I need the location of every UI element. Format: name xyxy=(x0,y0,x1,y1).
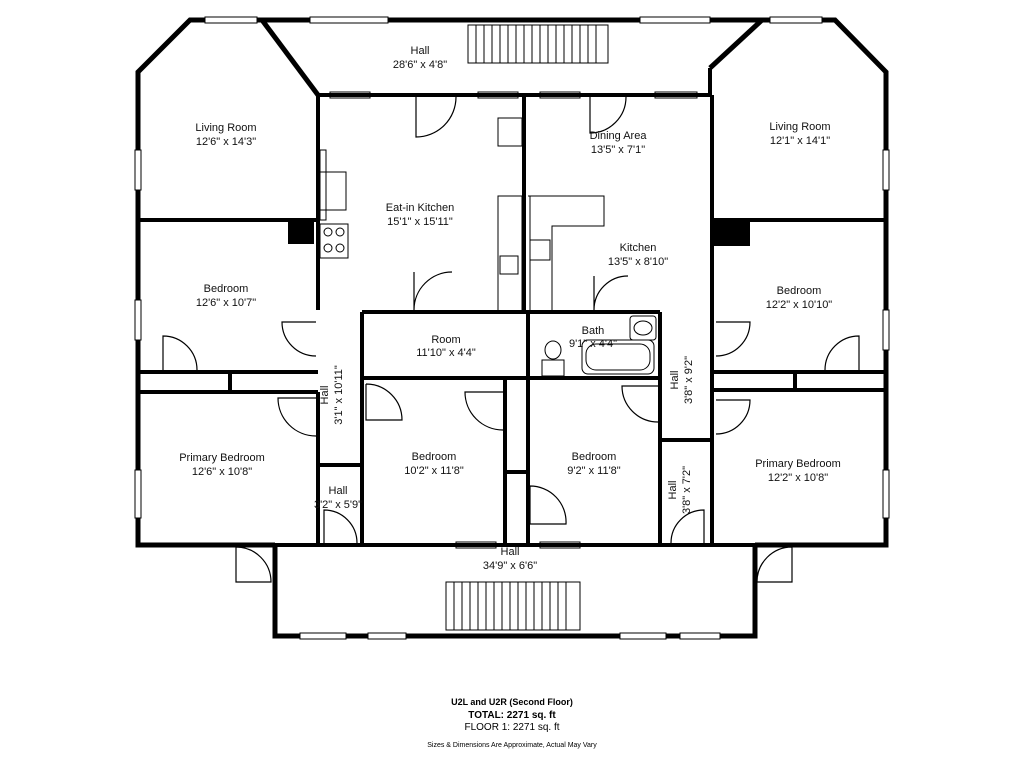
room-name: Primary Bedroom xyxy=(755,458,841,470)
room-dims: 13'5" x 7'1" xyxy=(591,144,645,156)
columns xyxy=(288,218,750,246)
room-name: Room xyxy=(431,334,460,346)
total-area: TOTAL: 2271 sq. ft xyxy=(468,710,556,721)
room-name: Primary Bedroom xyxy=(179,452,265,464)
room-name: Eat-in Kitchen xyxy=(386,202,454,214)
stairs-top xyxy=(467,24,609,64)
room-name: Bath xyxy=(582,325,605,337)
room-name: Living Room xyxy=(769,121,830,133)
interior-walls xyxy=(138,68,886,547)
room-dims: 11'10" x 4'4" xyxy=(416,347,476,359)
room-dims: 15'1" x 15'11" xyxy=(387,216,453,228)
room-name: Bedroom xyxy=(204,283,249,295)
room-name: Hall xyxy=(667,481,679,500)
floor-area: FLOOR 1: 2271 sq. ft xyxy=(464,722,560,733)
room-dims: 3'8" x 9'2" xyxy=(683,356,695,404)
room-dims: 12'2" x 10'10" xyxy=(766,299,833,311)
room-name: Hall xyxy=(669,371,681,390)
room-dims: 34'9" x 6'6" xyxy=(483,560,537,572)
room-dims: 3'1" x 10'11" xyxy=(333,365,345,425)
room-dims: 9'2" x 11'8" xyxy=(567,465,620,477)
room-name: Living Room xyxy=(195,122,256,134)
room-name: Dining Area xyxy=(590,130,648,142)
room-dims: 10'2" x 11'8" xyxy=(404,465,464,477)
room-dims: 12'6" x 10'8" xyxy=(192,466,252,478)
room-name: Hall xyxy=(319,386,331,405)
room-dims: 3'8" x 7'2" xyxy=(681,466,693,514)
room-dims: 12'6" x 14'3" xyxy=(196,136,256,148)
stairs-bottom xyxy=(445,581,581,631)
room-name: Hall xyxy=(501,546,520,558)
bath-fixtures xyxy=(541,315,657,377)
room-name: Kitchen xyxy=(620,242,657,254)
kitchen-fixtures xyxy=(319,117,605,313)
room-dims: 3'2" x 5'9" xyxy=(314,499,362,511)
room-name: Bedroom xyxy=(572,451,617,463)
room-dims: 12'6" x 10'7" xyxy=(196,297,256,309)
room-dims: 28'6" x 4'8" xyxy=(393,59,447,71)
room-dims: 12'1" x 14'1" xyxy=(770,135,830,147)
room-name: Bedroom xyxy=(777,285,822,297)
room-name: Bedroom xyxy=(412,451,457,463)
room-name: Hall xyxy=(329,485,348,497)
doors xyxy=(162,96,860,583)
room-labels: Hall 28'6" x 4'8" Living Room 12'6" x 14… xyxy=(179,45,841,572)
room-name: Hall xyxy=(411,45,430,57)
room-dims: 9'1" x 4'4" xyxy=(569,338,617,350)
room-dims: 13'5" x 8'10" xyxy=(608,256,668,268)
plan-title: U2L and U2R (Second Floor) xyxy=(451,697,573,707)
disclaimer: Sizes & Dimensions Are Approximate, Actu… xyxy=(427,742,597,749)
room-dims: 12'2" x 10'8" xyxy=(768,472,828,484)
